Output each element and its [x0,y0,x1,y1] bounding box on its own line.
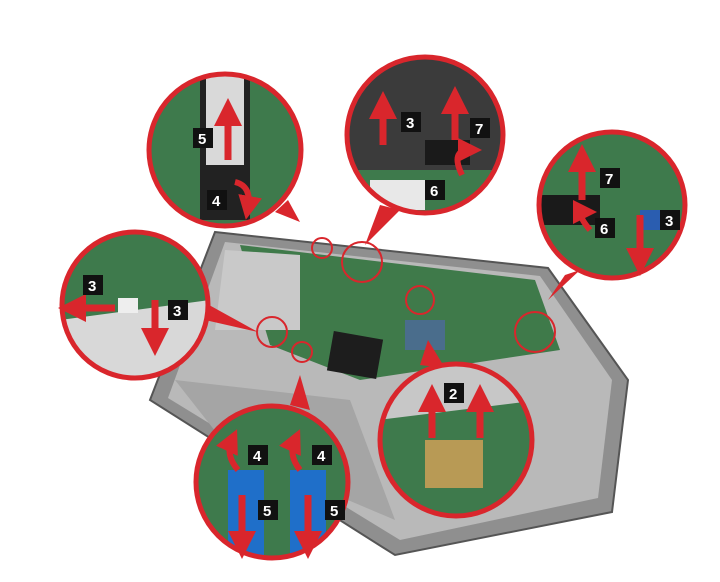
step-label: 5 [330,503,338,520]
step-label: 3 [88,278,96,295]
step-label: 6 [600,221,608,238]
callout-bottom-right: 2 [377,361,535,519]
target-markers [256,237,556,363]
fan-assembly [215,250,300,330]
cpu [405,320,445,350]
step-label: 4 [212,193,221,210]
callout-left: 3 3 [58,229,211,381]
step-label: 2 [449,386,457,403]
step-label: 3 [665,213,673,230]
callout-right: 7 6 3 [536,129,688,281]
step-label: 4 [253,448,262,465]
step-label: 3 [406,115,414,132]
callout-bottom-left: 4 4 5 5 [193,403,351,561]
callout-top-center: 3 7 6 [344,54,506,216]
step-label: 5 [263,503,271,520]
callout-pointers [200,200,580,410]
step-label: 7 [605,171,613,188]
ssd [326,330,384,380]
step-label: 6 [430,183,438,200]
motherboard [240,245,560,380]
step-label: 4 [317,448,326,465]
step-label: 7 [475,121,483,138]
callout-top-left: 5 4 [146,71,304,229]
step-label: 5 [198,131,206,148]
step-label: 3 [173,303,181,320]
